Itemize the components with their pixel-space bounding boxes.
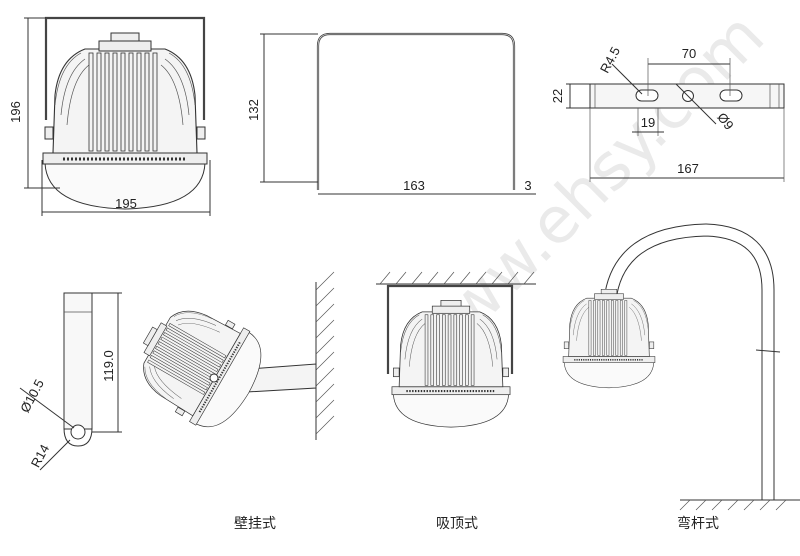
plate-length-label: 167 (677, 161, 699, 176)
lamp-front-view (24, 16, 211, 216)
plate-spacing-label: 70 (682, 46, 696, 61)
bracket-width-label: 163 (403, 178, 425, 193)
caption-pole-mount: 弯杆式 (677, 515, 719, 532)
plate-hole-label: Ø9 (714, 110, 736, 133)
caption-wall-mount: 壁挂式 (234, 516, 276, 532)
wall-mount-view (119, 271, 335, 441)
plate-height-label: 22 (550, 89, 565, 103)
pole-mount-view (562, 223, 800, 511)
arm-diameter-label: Ø10.5 (17, 377, 47, 415)
bracket-height-label: 132 (246, 99, 261, 121)
bracket-view (260, 32, 536, 195)
mounting-plate-view (566, 58, 785, 182)
ceiling-mount-view (376, 271, 536, 429)
plate-offset-label: 19 (641, 115, 655, 130)
arm-length-label: 119.0 (101, 350, 116, 382)
lamp-height-label: 196 (8, 101, 23, 123)
lamp-width-label: 195 (115, 196, 137, 211)
bracket-thickness-label: 3 (524, 178, 531, 193)
arm-radius-label: R14 (28, 442, 52, 470)
arm-view (19, 292, 122, 471)
caption-ceiling-mount: 吸顶式 (436, 516, 478, 532)
